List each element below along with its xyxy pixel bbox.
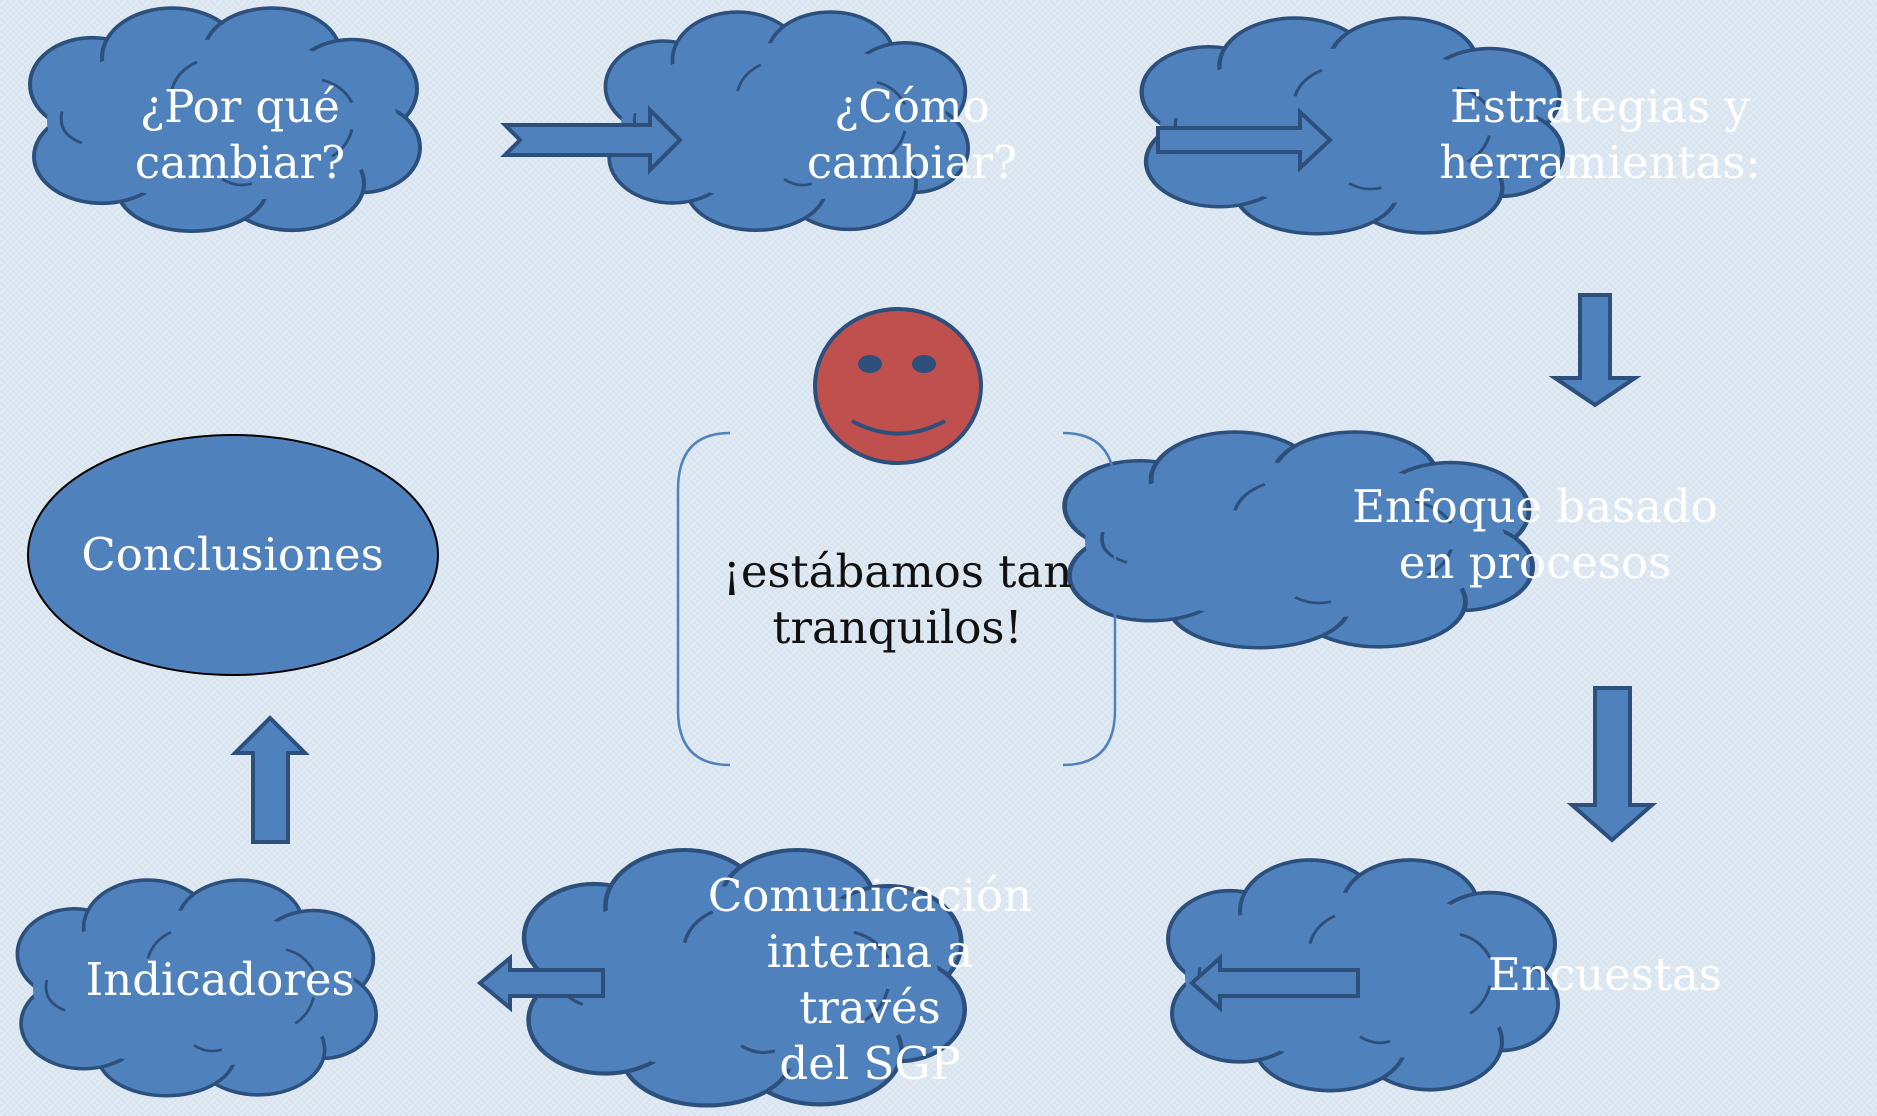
node-encuestas: Encuestas <box>1488 948 1722 1001</box>
bracket-right <box>1062 431 1117 767</box>
node-como: ¿Cómo cambiar? <box>806 80 1018 189</box>
center-note: ¡estábamos tan tranquilos! <box>722 545 1073 654</box>
arrow-left-1 <box>1188 953 1360 1013</box>
node-conclusiones: Conclusiones <box>81 528 384 581</box>
node-comunicacion: Comunicación interna a través del SGP <box>707 869 1033 1090</box>
arrow-right-1 <box>500 105 683 175</box>
arrow-left-2 <box>476 953 605 1013</box>
arrow-down-1 <box>1548 293 1642 408</box>
arrow-up-1 <box>230 715 310 844</box>
arrow-right-2 <box>1156 107 1333 173</box>
node-por-que: ¿Por qué cambiar? <box>134 80 346 189</box>
arrow-down-2 <box>1566 686 1658 843</box>
conclusiones-ellipse <box>27 434 439 676</box>
bracket-left <box>676 431 731 767</box>
node-enfoque: Enfoque basado en procesos <box>1352 480 1718 589</box>
node-indicadores: Indicadores <box>85 953 355 1006</box>
smiley-face-icon <box>813 307 983 465</box>
node-estrategias: Estrategias y herramientas: <box>1439 80 1761 189</box>
